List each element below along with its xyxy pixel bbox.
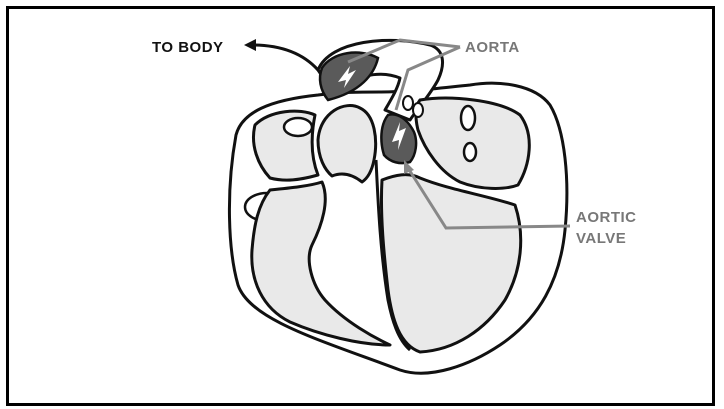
aortic-valve-label-line2: VALVE [576, 230, 626, 247]
vessel-opening-1 [284, 118, 312, 136]
aorta-label: AORTA [465, 39, 520, 56]
pulmonary-vein-opening-4 [413, 103, 423, 117]
to-body-label: TO BODY [152, 39, 224, 56]
pulmonary-trunk [318, 106, 376, 182]
pulmonary-vein-opening-2 [464, 143, 476, 161]
aortic-valve-label-line1: AORTIC [576, 209, 637, 226]
pulmonary-vein-opening-3 [403, 96, 413, 110]
pulmonary-vein-opening-1 [461, 106, 475, 130]
arrow-left-icon [244, 39, 318, 70]
